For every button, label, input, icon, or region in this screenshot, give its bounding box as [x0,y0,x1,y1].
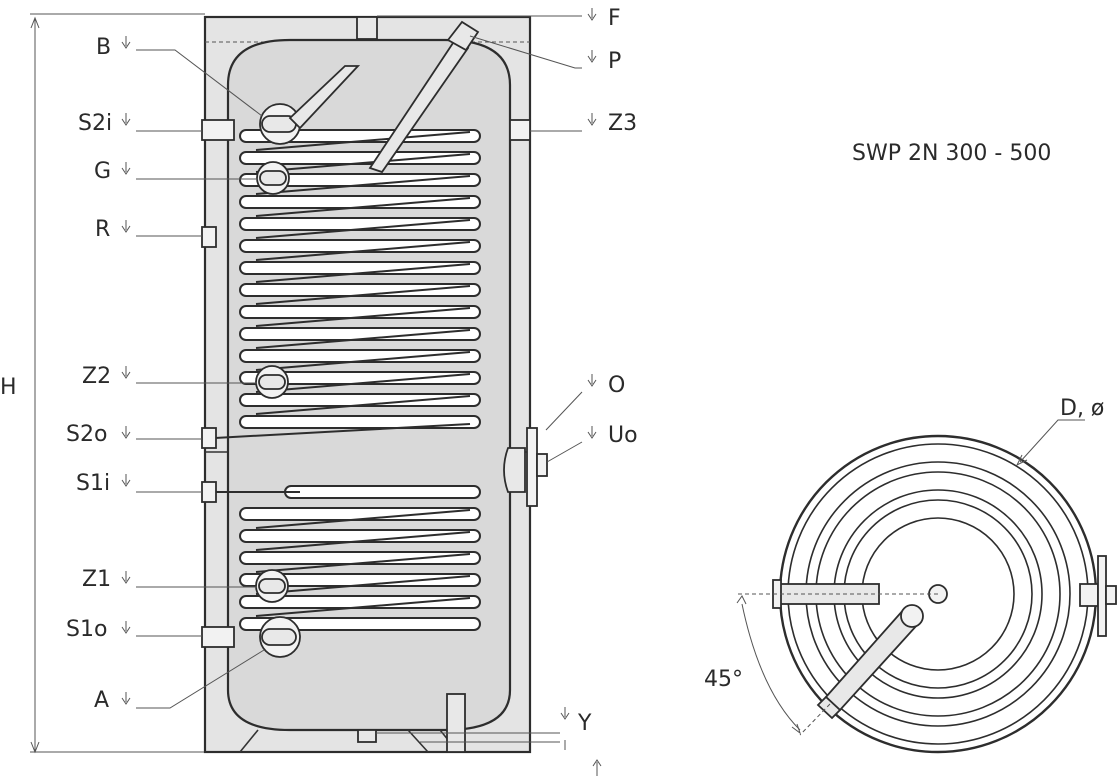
sensor-sleeves [255,103,301,658]
drain-fitting [357,729,377,743]
leg-left [239,729,259,753]
label-B: B [96,35,111,60]
top-fitting [356,16,378,40]
label-45-degrees: 45° [704,667,743,692]
label-Y: Y [577,711,592,736]
leg-post [446,693,466,753]
label-R: R [95,217,110,242]
leaders-right [376,8,602,776]
label-Uo: Uo [608,423,638,448]
top-view [736,419,1117,754]
label-Z1: Z1 [82,567,111,592]
leaders-left [121,36,265,709]
label-A: A [94,688,109,713]
label-S1o: S1o [66,617,107,642]
label-S1i: S1i [76,471,110,496]
left-ports [201,119,235,648]
tube-B [288,65,361,130]
port-Z3 [509,119,531,141]
label-H: H [0,375,17,400]
label-Z2: Z2 [82,364,111,389]
label-S2o: S2o [66,422,107,447]
tube-P-cap [446,20,480,52]
model-title: SWP 2N 300 - 500 [852,141,1051,166]
label-Z3: Z3 [608,111,637,136]
flange-O-Uo [503,427,548,507]
label-O: O [608,373,625,398]
drain-pipe [407,729,429,753]
label-diameter: D, ø [1060,396,1104,421]
label-P: P [608,49,621,74]
upper-coil [214,129,481,439]
label-F: F [608,6,621,31]
label-S2i: S2i [78,111,112,136]
lower-coil [215,485,481,631]
label-G: G [94,159,111,184]
